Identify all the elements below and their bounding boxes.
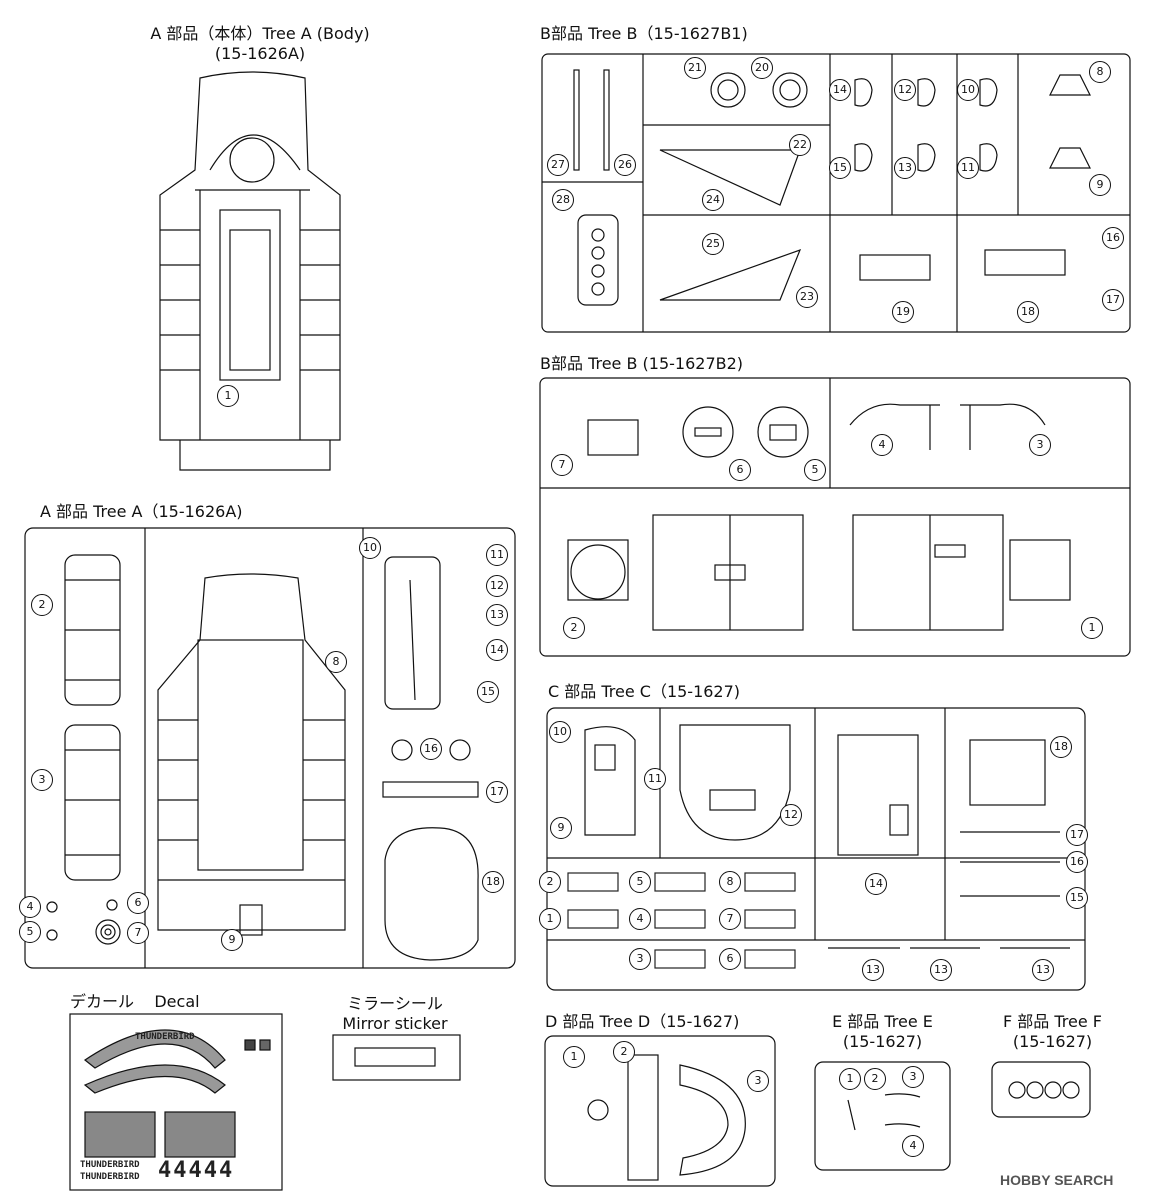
tree-d-diagram xyxy=(544,1035,776,1187)
part-number-c-4: 4 xyxy=(629,908,651,930)
part-number-b1-11: 11 xyxy=(957,157,979,179)
part-number-a-12: 12 xyxy=(486,575,508,597)
part-number-c-5: 5 xyxy=(629,871,651,893)
tree-e-diagram xyxy=(814,1061,951,1171)
part-number-c-15: 15 xyxy=(1066,887,1088,909)
title-tree-b1: B部品 Tree B（15-1627B1) xyxy=(540,24,748,43)
part-number-c-18: 18 xyxy=(1050,736,1072,758)
part-number-a-6: 6 xyxy=(127,892,149,914)
part-number-b1-14: 14 xyxy=(829,79,851,101)
part-number-c-7: 7 xyxy=(719,908,741,930)
part-number-b1-27: 27 xyxy=(547,154,569,176)
part-number-c-6: 6 xyxy=(719,948,741,970)
part-number-b2-5: 5 xyxy=(804,459,826,481)
part-number-b1-21: 21 xyxy=(684,57,706,79)
part-number-e-2: 2 xyxy=(864,1068,886,1090)
title-tree-c: C 部品 Tree C（15-1627) xyxy=(548,682,741,701)
part-number-c-3: 3 xyxy=(629,948,651,970)
part-number-c-13: 13 xyxy=(930,959,952,981)
part-number-b1-16: 16 xyxy=(1102,227,1124,249)
part-number-a-14: 14 xyxy=(486,639,508,661)
tree-f-diagram xyxy=(991,1061,1091,1118)
decal-brand-bottom-1: THUNDERBIRD xyxy=(80,1160,140,1170)
part-number-c-13: 13 xyxy=(862,959,884,981)
part-number-a-2: 2 xyxy=(31,594,53,616)
part-number-a-18: 18 xyxy=(482,871,504,893)
part-number-d-3: 3 xyxy=(747,1070,769,1092)
part-number-b2-6: 6 xyxy=(729,459,751,481)
part-number-b1-25: 25 xyxy=(702,233,724,255)
part-number-b1-22: 22 xyxy=(789,134,811,156)
part-number-e-3: 3 xyxy=(902,1066,924,1088)
tree-b1-diagram xyxy=(541,53,1131,333)
part-number-b1-20: 20 xyxy=(751,57,773,79)
title-tree-d: D 部品 Tree D（15-1627) xyxy=(545,1012,740,1031)
decal-brand-bottom-2: THUNDERBIRD xyxy=(80,1172,140,1182)
title-tree-a-body: A 部品（本体）Tree A (Body) (15-1626A) xyxy=(150,24,370,63)
mirror-sticker xyxy=(332,1034,461,1081)
tree-b2-diagram xyxy=(539,377,1131,657)
part-number-e-1: 1 xyxy=(839,1068,861,1090)
part-number-c-1: 1 xyxy=(539,908,561,930)
part-number-a-9: 9 xyxy=(221,929,243,951)
part-number-b1-19: 19 xyxy=(892,301,914,323)
tree-c-diagram xyxy=(546,707,1086,991)
part-number-a-7: 7 xyxy=(127,922,149,944)
part-number-a-10: 10 xyxy=(359,537,381,559)
part-number-a-15: 15 xyxy=(477,681,499,703)
part-number-c-9: 9 xyxy=(550,817,572,839)
part-number-b2-1: 1 xyxy=(1081,617,1103,639)
title-decal: デカール Decal xyxy=(70,992,200,1011)
hobby-search-watermark: HOBBY SEARCH xyxy=(1000,1172,1114,1188)
part-number-a-11: 11 xyxy=(486,544,508,566)
tree-a-diagram xyxy=(24,527,516,969)
title-tree-b2: B部品 Tree B (15-1627B2) xyxy=(540,354,744,373)
part-number-b1-23: 23 xyxy=(796,286,818,308)
part-number-c-16: 16 xyxy=(1066,851,1088,873)
decal-sheet xyxy=(69,1013,283,1191)
part-number-b2-2: 2 xyxy=(563,617,585,639)
part-number-a-5: 5 xyxy=(19,921,41,943)
part-number-a-13: 13 xyxy=(486,604,508,626)
part-number-b2-7: 7 xyxy=(551,454,573,476)
part-number-e-4: 4 xyxy=(902,1135,924,1157)
part-number-a-3: 3 xyxy=(31,769,53,791)
decal-brand-top: THUNDERBIRD xyxy=(135,1032,195,1042)
part-number-c-2: 2 xyxy=(539,871,561,893)
tree-a-body-diagram xyxy=(159,71,341,471)
part-number-b1-9: 9 xyxy=(1089,174,1111,196)
part-number-c-10: 10 xyxy=(549,721,571,743)
decal-numbers: 44444 xyxy=(158,1158,235,1183)
part-number-b1-17: 17 xyxy=(1102,289,1124,311)
part-number-b2-4: 4 xyxy=(871,434,893,456)
part-number-b1-28: 28 xyxy=(552,189,574,211)
part-number-a-16: 16 xyxy=(420,738,442,760)
part-number-b1-15: 15 xyxy=(829,157,851,179)
part-number-c-17: 17 xyxy=(1066,824,1088,846)
part-number-b2-3: 3 xyxy=(1029,434,1051,456)
title-mirror: ミラーシール Mirror sticker xyxy=(342,994,448,1033)
part-number-c-12: 12 xyxy=(780,804,802,826)
part-number-b1-18: 18 xyxy=(1017,301,1039,323)
part-number-c-11: 11 xyxy=(644,768,666,790)
part-number-b1-26: 26 xyxy=(614,154,636,176)
part-number-a-body-1: 1 xyxy=(217,385,239,407)
title-tree-e: E 部品 Tree E (15-1627) xyxy=(832,1012,933,1051)
title-tree-f: F 部品 Tree F (15-1627) xyxy=(1002,1012,1102,1051)
part-number-d-1: 1 xyxy=(563,1046,585,1068)
part-number-b1-12: 12 xyxy=(894,79,916,101)
title-tree-a: A 部品 Tree A（15-1626A) xyxy=(40,502,243,521)
part-number-b1-13: 13 xyxy=(894,157,916,179)
part-number-a-17: 17 xyxy=(486,781,508,803)
part-number-a-4: 4 xyxy=(19,896,41,918)
part-number-b1-24: 24 xyxy=(702,189,724,211)
part-number-c-8: 8 xyxy=(719,871,741,893)
part-number-d-2: 2 xyxy=(613,1041,635,1063)
part-number-c-14: 14 xyxy=(865,873,887,895)
part-number-b1-10: 10 xyxy=(957,79,979,101)
part-number-a-8: 8 xyxy=(325,651,347,673)
part-number-c-13: 13 xyxy=(1032,959,1054,981)
part-number-b1-8: 8 xyxy=(1089,61,1111,83)
